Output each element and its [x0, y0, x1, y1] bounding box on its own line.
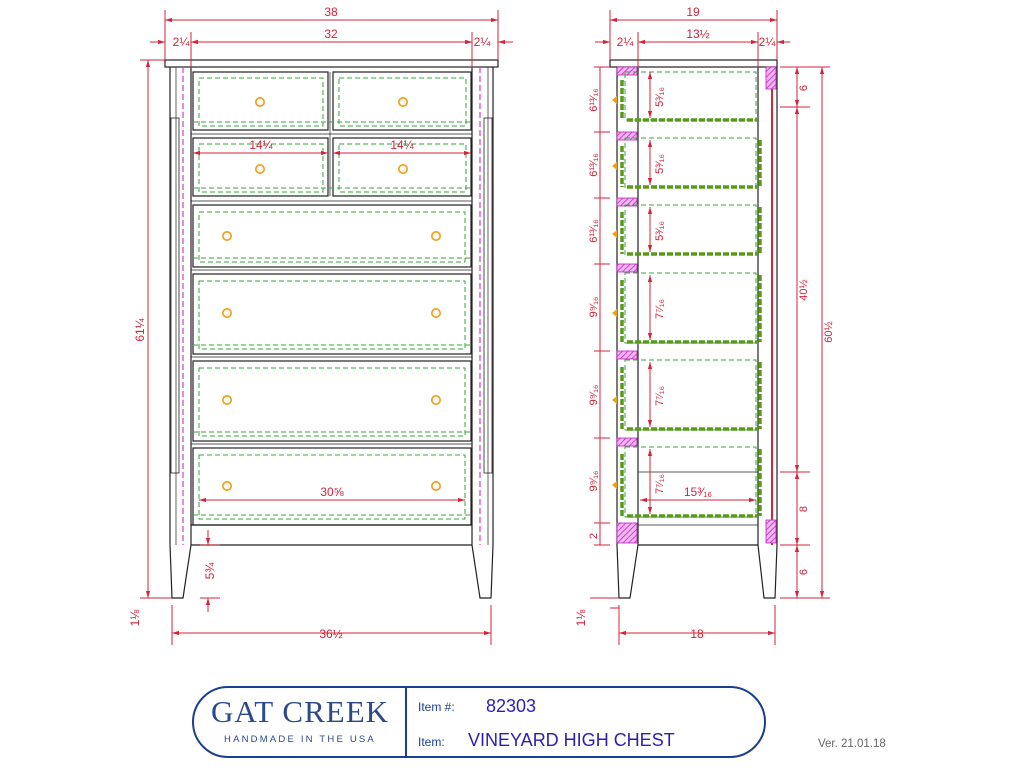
knob: [222, 480, 233, 491]
dim-opening-3: 6¹³⁄₁₆: [588, 219, 600, 242]
dim-overall-width: 38: [324, 5, 338, 19]
dim-opening-5: 9⁹⁄₁₆: [588, 385, 600, 406]
item-number-label: Item #:: [418, 700, 455, 714]
brand-tagline: HANDMADE IN THE USA: [224, 734, 376, 745]
dim-opening-6: 9⁹⁄₁₆: [588, 471, 600, 492]
dim-opening-1: 6¹³⁄₁₆: [588, 88, 600, 111]
side-view: [609, 59, 778, 599]
dim-base-width: 36½: [319, 627, 342, 641]
dim-side-foot-inset: 1⅛: [574, 609, 588, 627]
title-block-divider: [405, 688, 407, 756]
drawer-front-6: [192, 447, 472, 526]
dim-top-rail: 6: [798, 85, 810, 91]
version-label: Ver. 21.01.18: [818, 738, 886, 750]
drawer-front-5: [192, 360, 472, 442]
dim-toe-height: 5¾: [203, 562, 217, 580]
dim-wide-drawer: 30⅝: [320, 485, 344, 499]
dim-height: 61¼: [133, 317, 147, 341]
shop-drawing: 38 32 2¼ 2¼ 61¼ 14¼ 14¼ 30⅝ 5¾ 1⅛ 36½: [128, 5, 835, 645]
drawer-front-1-right: [332, 71, 472, 131]
side-dimensions: [590, 10, 830, 645]
knob: [430, 307, 441, 318]
drawer-front-4: [192, 273, 472, 355]
dim-front-overhang: 2¼: [617, 35, 635, 49]
knob: [397, 97, 408, 108]
dim-box-6: 7⁷⁄₁₆: [654, 474, 666, 494]
brand-logo: GAT CREEK: [210, 694, 390, 729]
front-top: [164, 59, 499, 68]
dim-foot-inset: 1⅛: [128, 609, 142, 627]
item-name-label: Item:: [418, 735, 445, 749]
drawer-front-2-left: [192, 137, 329, 197]
front-dimension-labels: 38 32 2¼ 2¼ 61¼ 14¼ 14¼ 30⅝ 5¾ 1⅛ 36½: [128, 5, 491, 641]
item-name-value: VINEYARD HIGH CHEST: [468, 730, 675, 750]
knob: [397, 164, 408, 175]
title-block: GAT CREEK HANDMADE IN THE USA Item #: 82…: [192, 686, 766, 758]
dim-small-drawer-left: 14¼: [249, 138, 273, 152]
dim-box-3: 5³⁄₁₆: [654, 221, 666, 241]
dim-overhang-right: 2¼: [474, 35, 492, 49]
drawer-front-2-right: [332, 137, 472, 197]
dim-bottom-rail: 2: [588, 533, 600, 539]
dim-box-depth: 15³⁄₁₆: [684, 485, 712, 499]
dim-base-depth: 18: [690, 627, 704, 641]
front-left-leg: [169, 67, 192, 599]
dim-opening-2: 6¹³⁄₁₆: [588, 153, 600, 176]
side-dimension-labels: 19 13½ 2¼ 2¼ 6¹³⁄₁₆ 6¹³⁄₁₆ 6¹³⁄₁₆ 9⁹⁄₁₆ …: [574, 5, 835, 641]
dim-box-1: 5³⁄₁₆: [654, 87, 666, 107]
dim-case-width: 32: [324, 27, 338, 41]
knob: [430, 480, 441, 491]
front-right-leg: [471, 67, 494, 599]
dim-small-drawer-right: 14¼: [390, 138, 414, 152]
front-dimensions: [140, 10, 513, 645]
front-view: [164, 59, 499, 599]
dim-case-height: 40½: [798, 279, 810, 300]
dim-box-5: 7⁷⁄₁₆: [654, 386, 666, 406]
dim-inner-depth: 13½: [686, 27, 709, 41]
dim-leg-height: 6: [798, 569, 810, 575]
dim-box-2: 5³⁄₁₆: [654, 154, 666, 174]
drawer-front-3: [192, 204, 472, 268]
knob: [255, 164, 266, 175]
knob: [222, 231, 233, 242]
drawer-front-1-left: [192, 71, 329, 131]
dim-overhang-left: 2¼: [173, 35, 191, 49]
dim-total-height: 60½: [823, 321, 835, 342]
knob: [255, 97, 266, 108]
knob: [222, 394, 233, 405]
dim-overall-depth: 19: [686, 5, 700, 19]
knob: [222, 307, 233, 318]
knob: [430, 394, 441, 405]
dim-box-4: 7⁷⁄₁₆: [654, 299, 666, 319]
knob: [430, 231, 441, 242]
dim-back-overhang: 2¼: [759, 35, 777, 49]
dim-lower-rail: 8: [798, 506, 810, 512]
dim-opening-4: 9⁹⁄₁₆: [588, 297, 600, 318]
item-number-value: 82303: [486, 696, 537, 716]
